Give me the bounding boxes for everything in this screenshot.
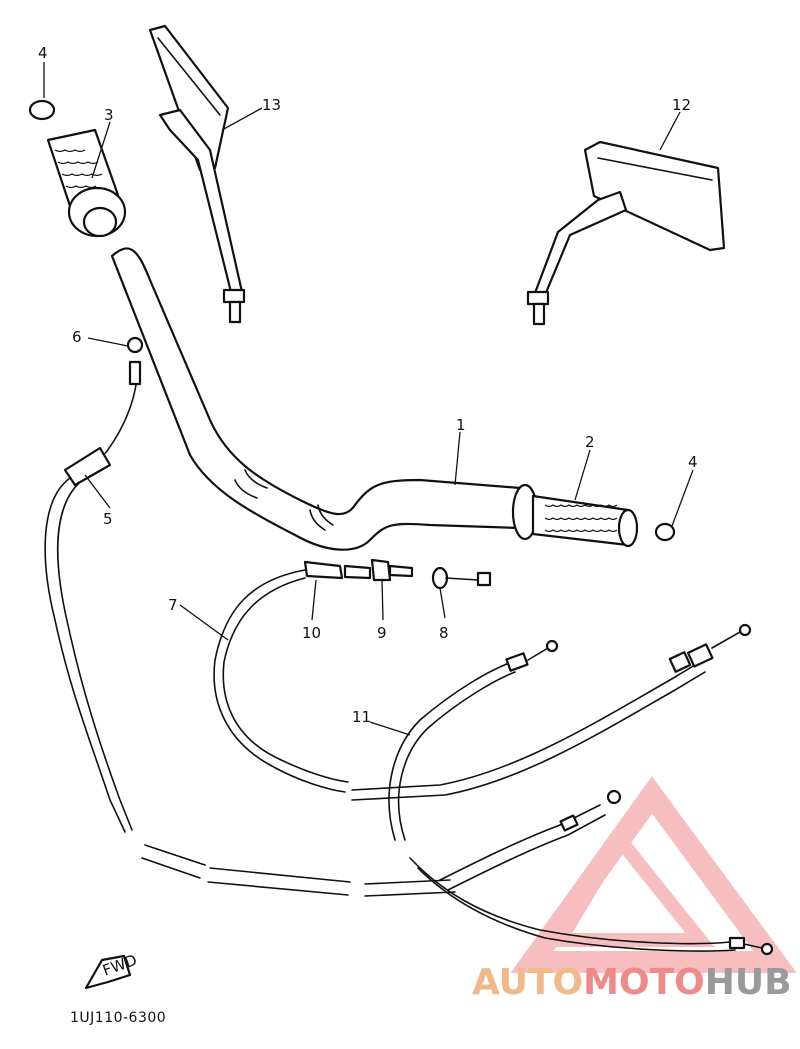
right-mirror-part [526,140,726,326]
handlebar-part [110,247,522,551]
callout-6: 6 [72,328,82,346]
drawing-code: 1UJ110-6300 [70,1010,167,1026]
watermark-part-auto: AUTO [472,962,584,1003]
callout-11: 11 [352,708,371,726]
callout-4-right: 4 [688,453,698,471]
throttle-cable-bottom-part [351,623,774,956]
callout-4-left: 4 [38,44,48,62]
callout-3: 3 [104,106,114,124]
watermark-part-hub: HUB [704,962,792,1003]
callout-2: 2 [585,433,595,451]
callout-5: 5 [103,510,113,528]
right-grip-part [511,483,676,548]
fwd-arrow-icon: FWD [84,951,139,990]
callout-numbers: 4 3 13 12 1 2 4 6 5 7 10 9 8 11 [38,44,698,726]
callout-13: 13 [262,96,281,114]
callout-9: 9 [377,624,387,642]
watermark-brand: AUTOMOTOHUB [472,962,792,1003]
watermark-part-moto: MOTO [583,962,705,1003]
throttle-cable-top-part [213,558,492,793]
callout-12: 12 [672,96,691,114]
callout-1: 1 [456,416,466,434]
clutch-cable-part [44,336,456,897]
callout-10: 10 [302,624,321,642]
watermark-logo-icon [510,776,797,973]
left-grip-part [28,99,127,238]
callout-8: 8 [439,624,449,642]
callout-leaders [43,62,694,736]
callout-7: 7 [168,596,178,614]
left-mirror-part [148,24,246,324]
